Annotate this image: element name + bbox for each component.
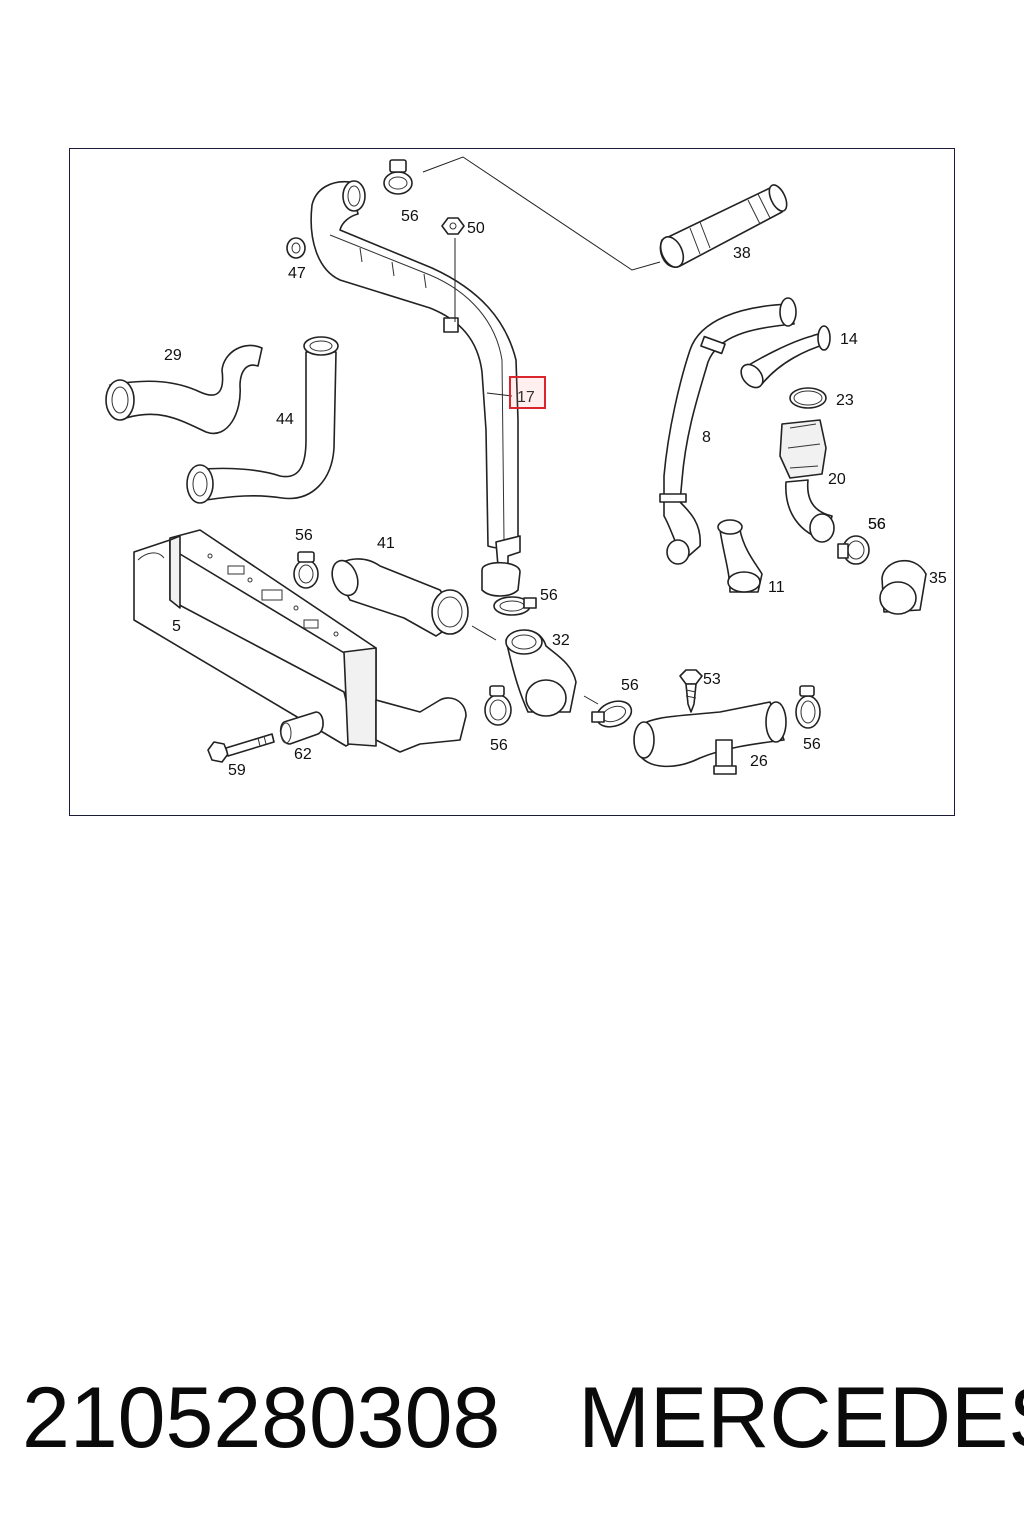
callout-50: 50 bbox=[467, 220, 485, 237]
callout-23: 23 bbox=[836, 392, 854, 409]
part-56-clamp-26-left[interactable] bbox=[583, 695, 635, 731]
callout-56-17: 56 bbox=[540, 587, 558, 604]
part-38-hose[interactable] bbox=[656, 182, 790, 270]
callout-56-41: 56 bbox=[295, 527, 313, 544]
part-20-connector[interactable] bbox=[779, 419, 835, 543]
part-41-hose[interactable] bbox=[328, 557, 497, 641]
callout-8: 8 bbox=[702, 429, 711, 446]
highlight-box-17 bbox=[509, 376, 546, 409]
callout-62: 62 bbox=[294, 746, 312, 763]
callout-56-35: 56 bbox=[868, 516, 886, 533]
footer-caption: 2105280308 MERCEDES bbox=[22, 1368, 1024, 1468]
callout-47: 47 bbox=[288, 265, 306, 282]
part-59-bolt[interactable] bbox=[207, 733, 275, 763]
part-62-sleeve[interactable] bbox=[279, 711, 324, 745]
part-44-hose[interactable] bbox=[186, 336, 339, 504]
part-32-elbow[interactable] bbox=[505, 629, 577, 717]
callout-44: 44 bbox=[276, 411, 294, 428]
callout-38: 38 bbox=[733, 245, 751, 262]
part-5-intercooler[interactable] bbox=[133, 529, 467, 753]
callout-56-lower-left: 56 bbox=[490, 737, 508, 754]
callout-11: 11 bbox=[768, 579, 785, 596]
callout-5: 5 bbox=[172, 618, 181, 635]
part-56-clamp-lower-left[interactable] bbox=[484, 685, 512, 726]
callout-41: 41 bbox=[377, 535, 395, 552]
part-50-nut[interactable] bbox=[441, 217, 465, 235]
part-53-screw[interactable] bbox=[679, 669, 703, 713]
part-17-charge-pipe[interactable] bbox=[310, 180, 521, 597]
callout-35: 35 bbox=[929, 570, 947, 587]
part-35-elbow[interactable] bbox=[879, 559, 927, 615]
part-56-clamp-17[interactable] bbox=[493, 596, 537, 616]
part-47-grommet[interactable] bbox=[286, 237, 306, 259]
part-56-clamp-top[interactable] bbox=[383, 159, 413, 195]
callout-59: 59 bbox=[228, 762, 246, 779]
callout-17: 17 bbox=[517, 389, 535, 406]
part-14-pipe[interactable] bbox=[737, 325, 831, 392]
callout-26: 26 bbox=[750, 753, 768, 770]
part-23-o-ring[interactable] bbox=[789, 387, 827, 409]
callout-53: 53 bbox=[703, 671, 721, 688]
leader-56-38 bbox=[422, 156, 661, 271]
part-11-elbow[interactable] bbox=[717, 519, 763, 593]
callout-56-top: 56 bbox=[401, 208, 419, 225]
part-56-clamp-right[interactable] bbox=[837, 535, 870, 565]
callout-29: 29 bbox=[164, 347, 182, 364]
part-29-hose[interactable] bbox=[105, 344, 263, 435]
callout-56-26-left: 56 bbox=[621, 677, 639, 694]
brand-name: MERCEDES bbox=[578, 1369, 1024, 1466]
part-56-clamp-26-right[interactable] bbox=[795, 685, 821, 729]
callout-14: 14 bbox=[840, 331, 858, 348]
callout-56-right: 56 bbox=[868, 516, 886, 533]
part-number: 2105280308 bbox=[22, 1369, 501, 1466]
callout-20: 20 bbox=[828, 471, 846, 488]
part-56-clamp-41[interactable] bbox=[293, 551, 319, 589]
callout-56-26-right: 56 bbox=[803, 736, 821, 753]
part-8-pipe[interactable] bbox=[659, 297, 797, 565]
callout-32: 32 bbox=[552, 632, 570, 649]
part-26-pipe[interactable] bbox=[633, 701, 787, 775]
